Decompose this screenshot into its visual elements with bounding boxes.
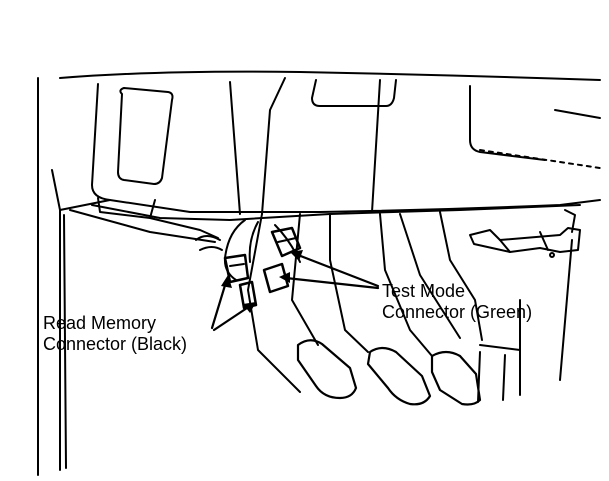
console-wall — [477, 239, 573, 403]
pedal-pad-left — [296, 339, 358, 400]
read-memory-connector — [223, 253, 258, 310]
read-memory-label-line2: Connector (Black) — [43, 334, 188, 354]
read-memory-connector-label: Read Memory Connector (Black) — [43, 313, 187, 355]
arrowhead-read-memory-upper — [221, 275, 232, 288]
pedal-arms — [247, 211, 483, 393]
pedal-pad-right — [430, 350, 482, 406]
leader-line-read-memory-upper — [210, 280, 228, 330]
test-mode-label-line2: Connector (Green) — [382, 302, 533, 322]
test-mode-label-line1: Test Mode — [382, 281, 466, 301]
leader-line-test-mode-lower — [284, 276, 380, 290]
test-mode-connector-label: Test Mode Connector (Green) — [382, 281, 532, 323]
door-pillar — [37, 77, 67, 476]
arrowhead-test-mode-lower — [279, 272, 290, 283]
leader-line-test-mode-upper — [296, 253, 380, 288]
arrowhead-read-memory-lower — [243, 302, 256, 313]
leader-line-read-memory-lower — [212, 304, 252, 332]
test-mode-connector — [262, 226, 302, 294]
pedal-pad-center — [366, 346, 432, 406]
dashboard-panel — [59, 70, 601, 243]
steering-bracket — [469, 209, 581, 258]
read-memory-label-line1: Read Memory — [43, 313, 157, 333]
arrowhead-test-mode-upper — [290, 250, 303, 261]
